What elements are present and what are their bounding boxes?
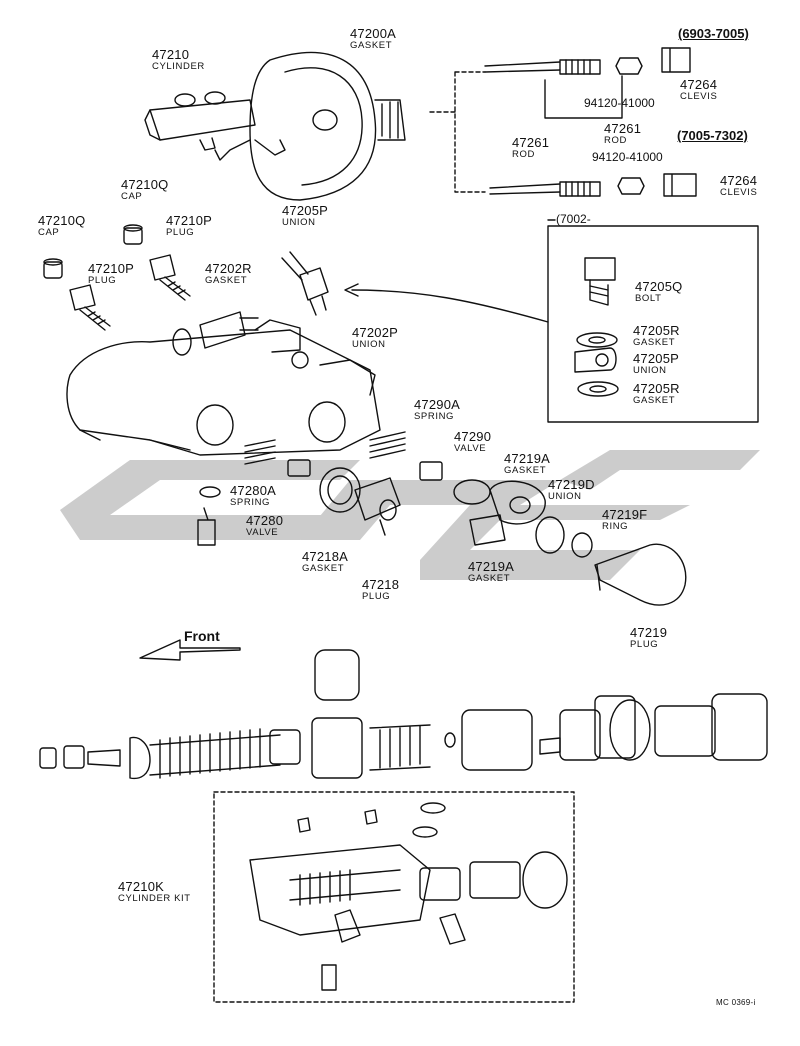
union-47205p-box-drawing (574, 347, 617, 373)
union-47219d-drawing (469, 480, 546, 546)
label-94120-bottom: 94120-41000 (592, 150, 663, 164)
master-cylinder-small-drawing (144, 91, 286, 156)
valve-47290-drawing (419, 461, 443, 481)
master-cylinder-body-drawing (66, 319, 381, 456)
plug-47219-drawing (594, 543, 687, 606)
gasket-47218a-drawing (319, 467, 361, 513)
bolt-47205q-drawing (584, 257, 616, 306)
valve-47280-drawing (287, 459, 311, 477)
label-94120-top: 94120-41000 (584, 96, 655, 110)
range-6903-7005: (6903-7005) (678, 26, 749, 41)
cap-left-drawing (43, 258, 63, 279)
spring-47290a-drawing (369, 431, 406, 459)
rod-top-drawing (484, 47, 691, 75)
plug-47218-drawing (354, 477, 401, 536)
gasket-47202r-drawing (172, 328, 192, 356)
range-7002: (7002- (556, 212, 591, 226)
brake-booster-drawing (214, 51, 406, 201)
washer-small-drawing (199, 486, 221, 498)
plug-right-drawing (149, 254, 191, 301)
union-47205p-drawing (281, 251, 329, 316)
rod-bottom-drawing (489, 173, 697, 197)
gasket-47219a-bottom-drawing (535, 516, 565, 554)
range-7005-7302: (7005-7302) (677, 128, 748, 143)
detail-arrow (344, 283, 549, 323)
kit-box (213, 791, 575, 1003)
rod-bracket-lines (429, 71, 486, 193)
ring-47219f-drawing (571, 532, 593, 558)
cap-right-drawing (123, 224, 143, 245)
kit-contents-drawing (249, 802, 568, 991)
spring-47280a-drawing (244, 439, 276, 465)
front-arrow (139, 639, 241, 661)
bleeder-drawing (197, 507, 216, 546)
front-label: Front (184, 628, 220, 644)
detail-box (547, 225, 759, 423)
piston-assembly-drawing (39, 649, 768, 780)
plug-left-drawing (69, 284, 111, 331)
union-47202p-drawing (199, 311, 259, 349)
watermark-logo (60, 450, 760, 580)
drawing-code: MC 0369-i (716, 998, 756, 1007)
